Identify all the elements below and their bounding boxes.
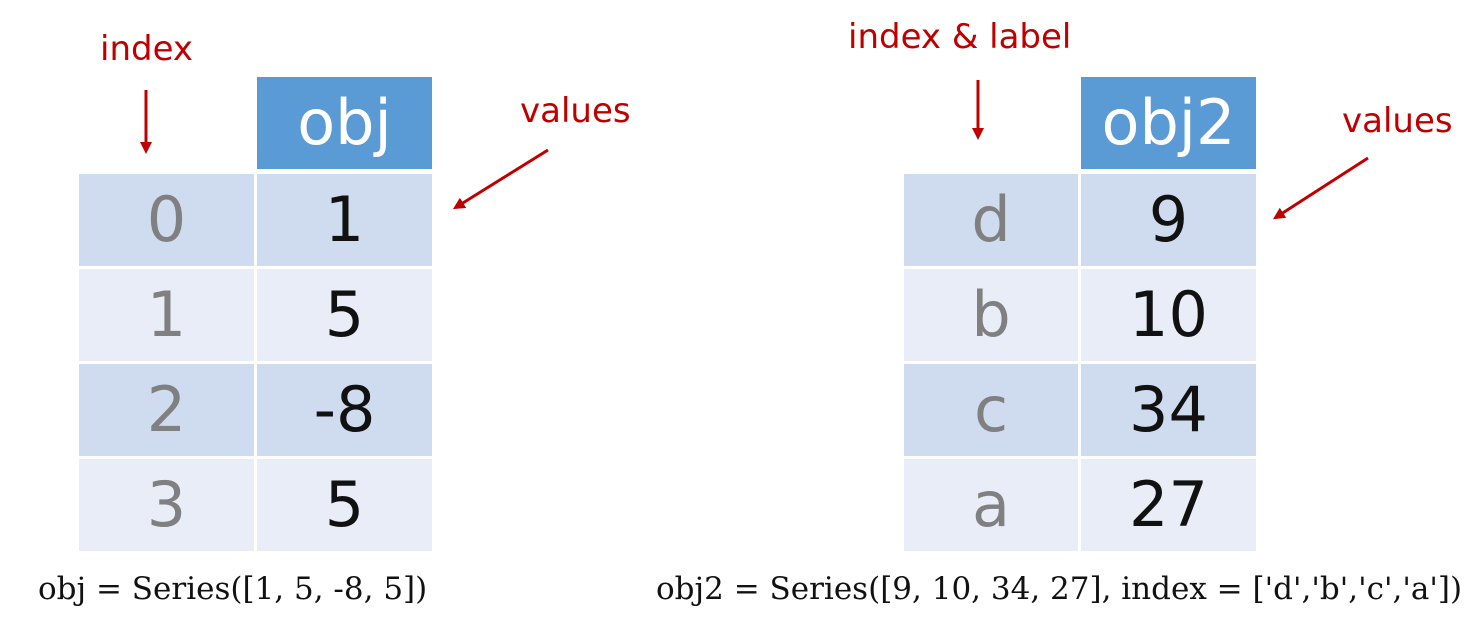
left-index-cell: 3 (79, 459, 254, 551)
right-caption: obj2 = Series([9, 10, 34, 27], index = [… (656, 571, 1463, 607)
left-value-cell: -8 (257, 364, 432, 456)
right-index-cell: a (904, 459, 1078, 551)
right-value-cell: 27 (1081, 459, 1256, 551)
right-header-obj2: obj2 (1081, 77, 1256, 169)
left-index-cell: 0 (79, 174, 254, 266)
left-values-annotation: values (520, 91, 631, 131)
right-index-cell: b (904, 269, 1078, 361)
left-caption: obj = Series([1, 5, -8, 5]) (38, 571, 428, 607)
right-values-annotation: values (1342, 101, 1453, 141)
left-values-arrow (452, 148, 549, 210)
right-value-cell: 34 (1081, 364, 1256, 456)
left-header-obj: obj (257, 77, 432, 169)
left-index-cell: 1 (79, 269, 254, 361)
left-value-cell: 5 (257, 459, 432, 551)
right-values-arrow (1272, 156, 1369, 220)
left-index-annotation: index (100, 29, 194, 69)
left-value-cell: 1 (257, 174, 432, 266)
right-value-cell: 10 (1081, 269, 1256, 361)
left-index-cell: 2 (79, 364, 254, 456)
right-index-cell: d (904, 174, 1078, 266)
right-index-cell: c (904, 364, 1078, 456)
right-index-annotation: index & label (848, 17, 1072, 57)
right-value-cell: 9 (1081, 174, 1256, 266)
left-value-cell: 5 (257, 269, 432, 361)
